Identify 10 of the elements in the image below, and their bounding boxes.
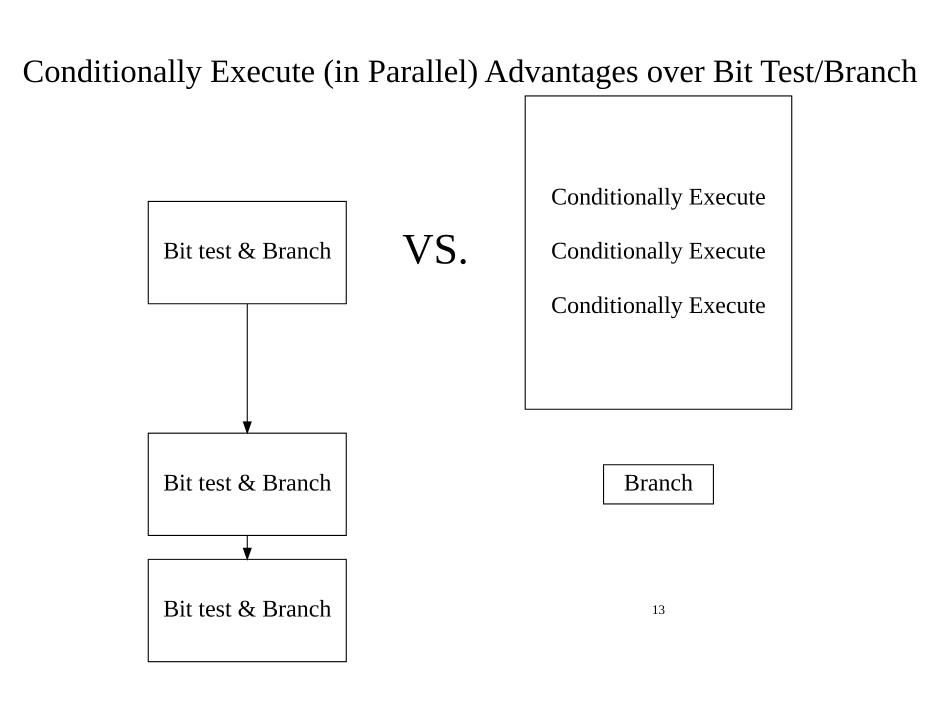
node-box: Conditionally Execute Conditionally Execute Conditionally Execute (524, 95, 792, 410)
node-box: Bit test & Branch (148, 432, 347, 536)
node-box: Bit test & Branch (148, 200, 347, 304)
label: 13 (652, 602, 665, 617)
arrow (242, 304, 252, 434)
diagram-title: Conditionally Execute (in Parallel) Advantages over Bit Test/Branch (22, 54, 918, 90)
label: VS. (402, 225, 469, 274)
arrow (242, 536, 252, 561)
node-box: Branch (603, 464, 714, 504)
node-box: Bit test & Branch (148, 558, 347, 662)
